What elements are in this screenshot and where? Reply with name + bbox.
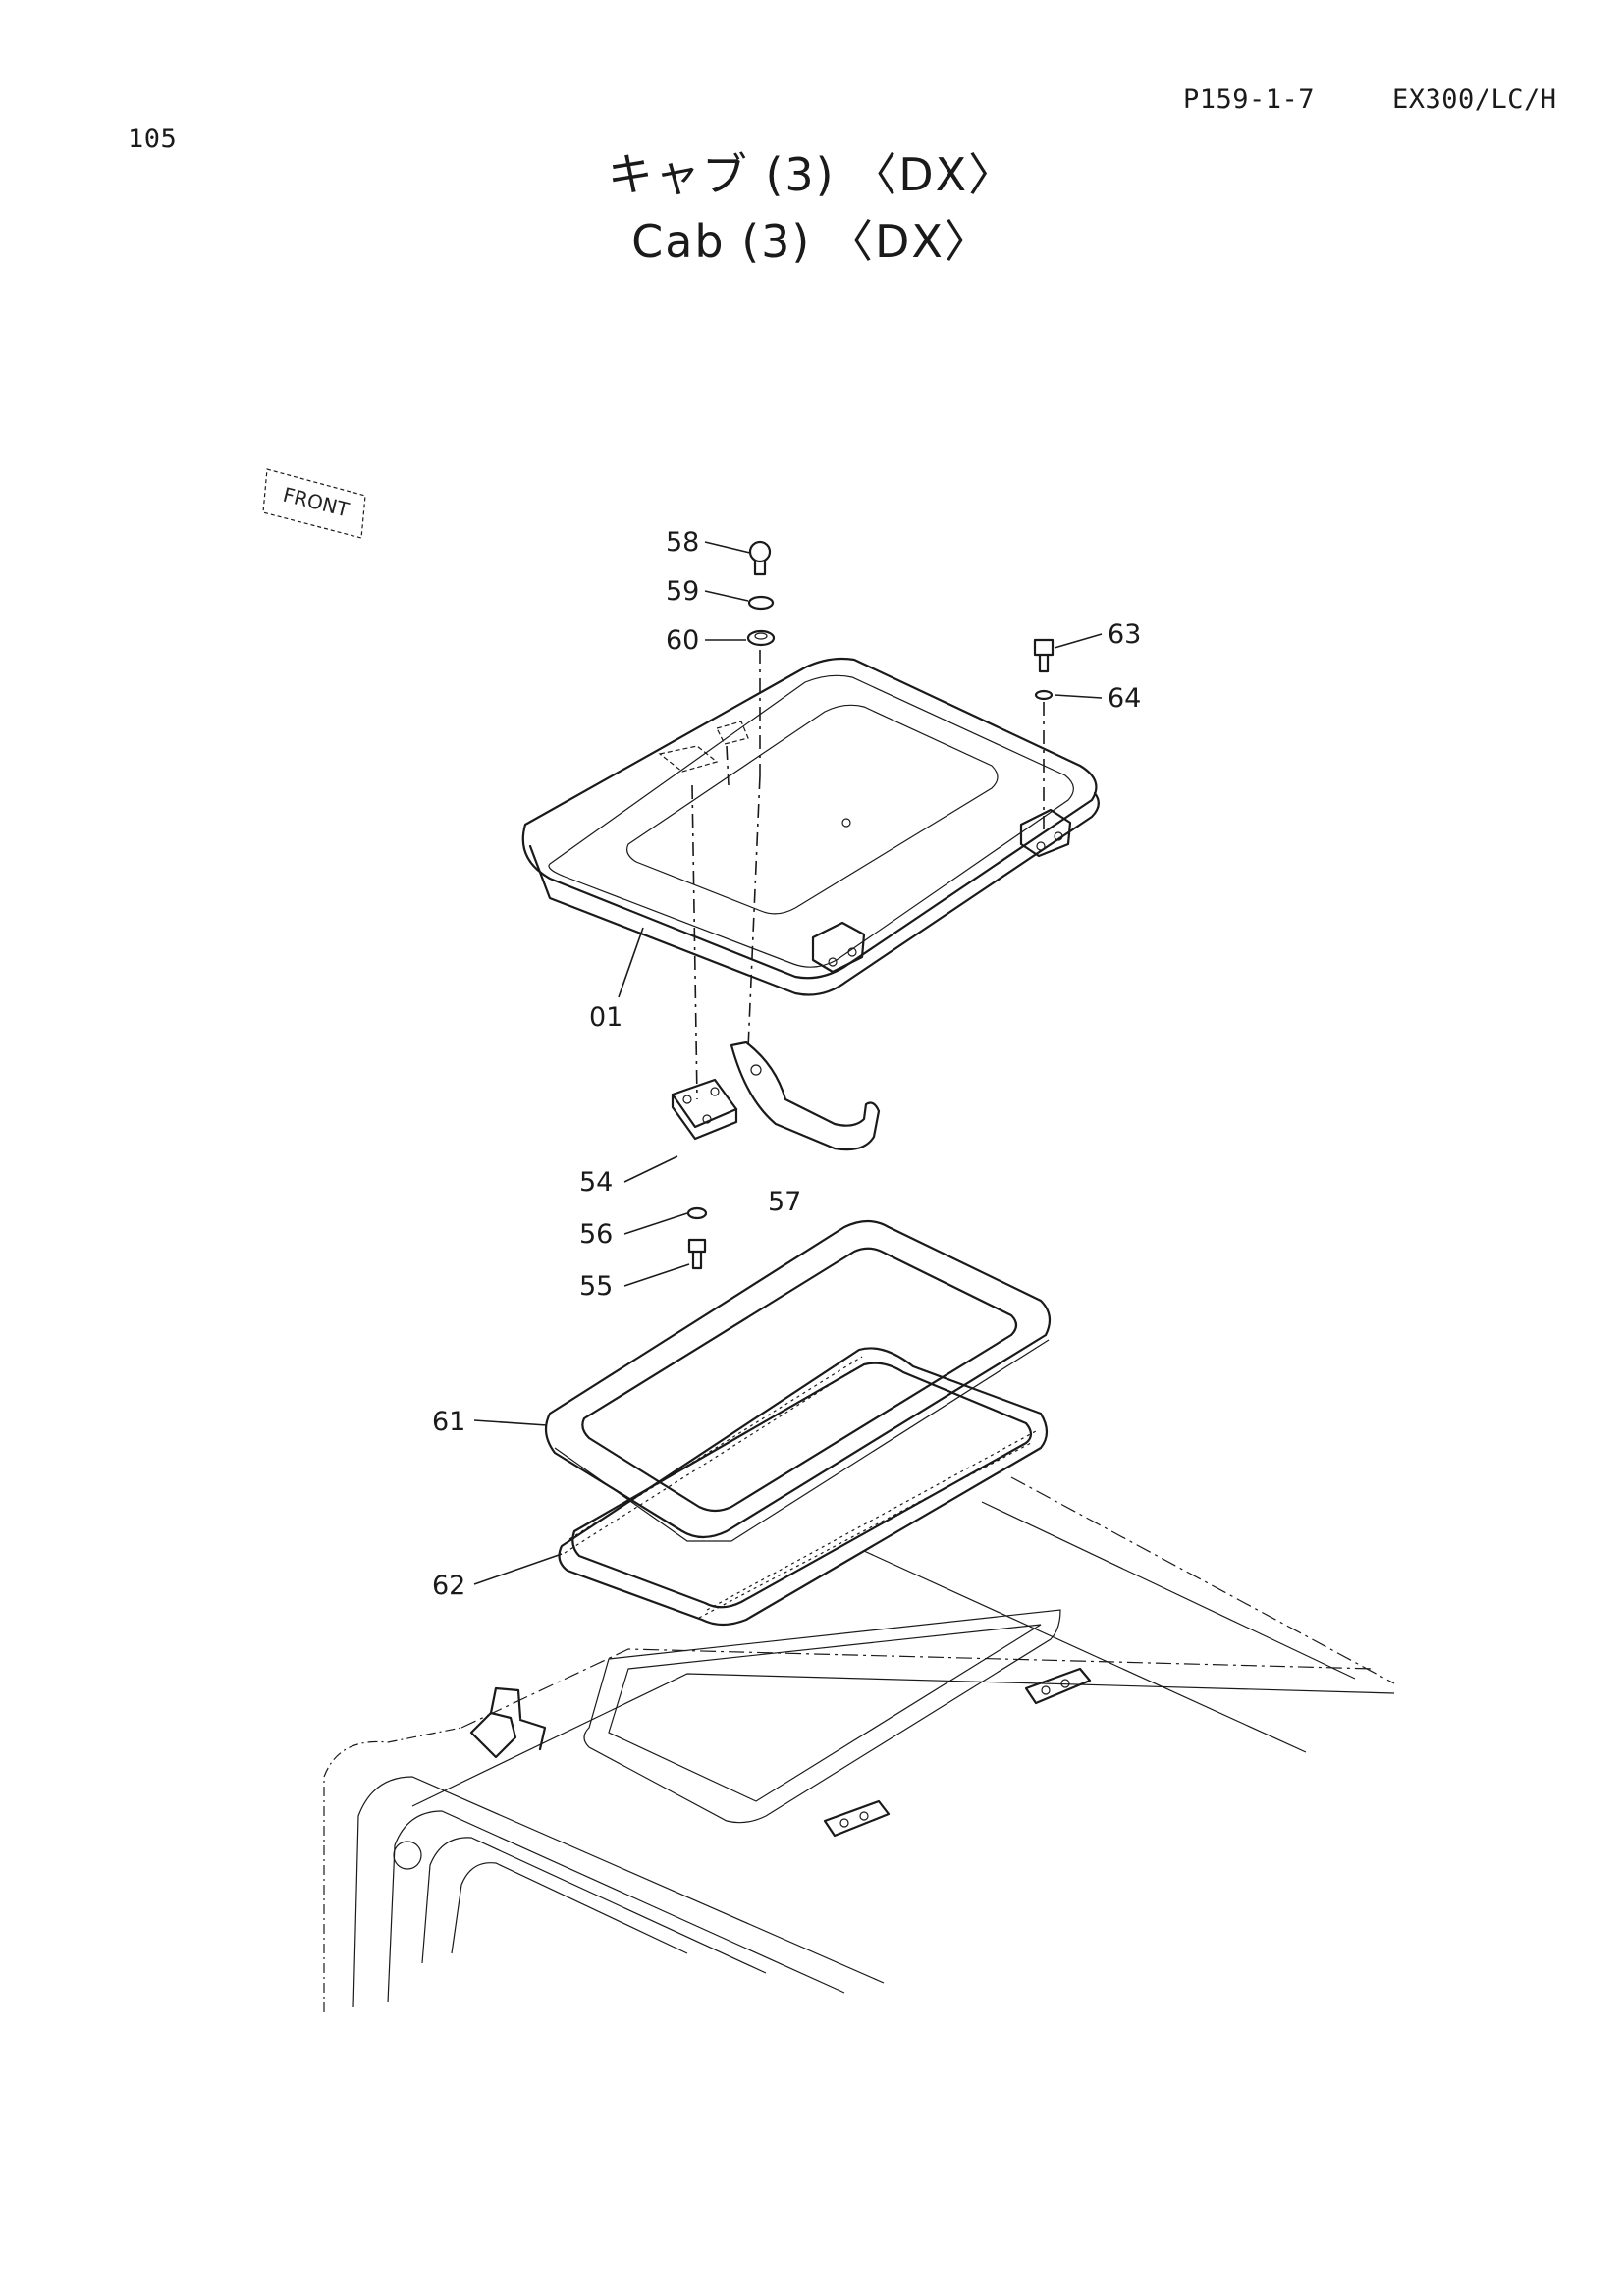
callout-54: 54 xyxy=(579,1167,613,1198)
part-58-knob xyxy=(748,540,772,576)
title-english: Cab (3) 〈DX〉 xyxy=(631,215,992,268)
part-01-hatch xyxy=(521,657,1100,996)
part-62-seal xyxy=(558,1347,1049,1627)
callout-60: 60 xyxy=(666,625,699,656)
part-64-washer xyxy=(1034,689,1054,701)
callout-57: 57 xyxy=(768,1187,801,1217)
part-60-seal xyxy=(746,629,776,647)
front-label: FRONT xyxy=(281,483,352,522)
part-57-handle xyxy=(730,1041,881,1151)
callout-59: 59 xyxy=(666,576,699,607)
callout-01: 01 xyxy=(589,1002,622,1033)
part-63-bolt xyxy=(1033,638,1055,673)
front-orientation-tag: FRONT xyxy=(262,468,366,539)
callout-58: 58 xyxy=(666,527,699,558)
page-code: P159-1-7 xyxy=(1183,84,1316,115)
leader-lines xyxy=(473,541,1103,1585)
part-61-frame xyxy=(544,1219,1052,1542)
part-55-screw xyxy=(687,1238,707,1270)
part-56-washer xyxy=(686,1206,708,1220)
model-code: EX300/LC/H xyxy=(1392,84,1557,115)
callout-55: 55 xyxy=(579,1271,613,1302)
part-54-lock-plate xyxy=(671,1078,738,1141)
callout-61: 61 xyxy=(432,1407,465,1437)
callout-56: 56 xyxy=(579,1219,613,1250)
assembly-axes xyxy=(691,650,1045,1100)
page-number: 105 xyxy=(128,124,178,154)
callout-63: 63 xyxy=(1108,619,1141,650)
part-59-washer xyxy=(747,595,775,611)
callout-62: 62 xyxy=(432,1571,465,1601)
cab-body xyxy=(323,1476,1395,2012)
callout-64: 64 xyxy=(1108,683,1141,714)
title-japanese: キャブ (3) 〈DX〉 xyxy=(607,148,1016,201)
